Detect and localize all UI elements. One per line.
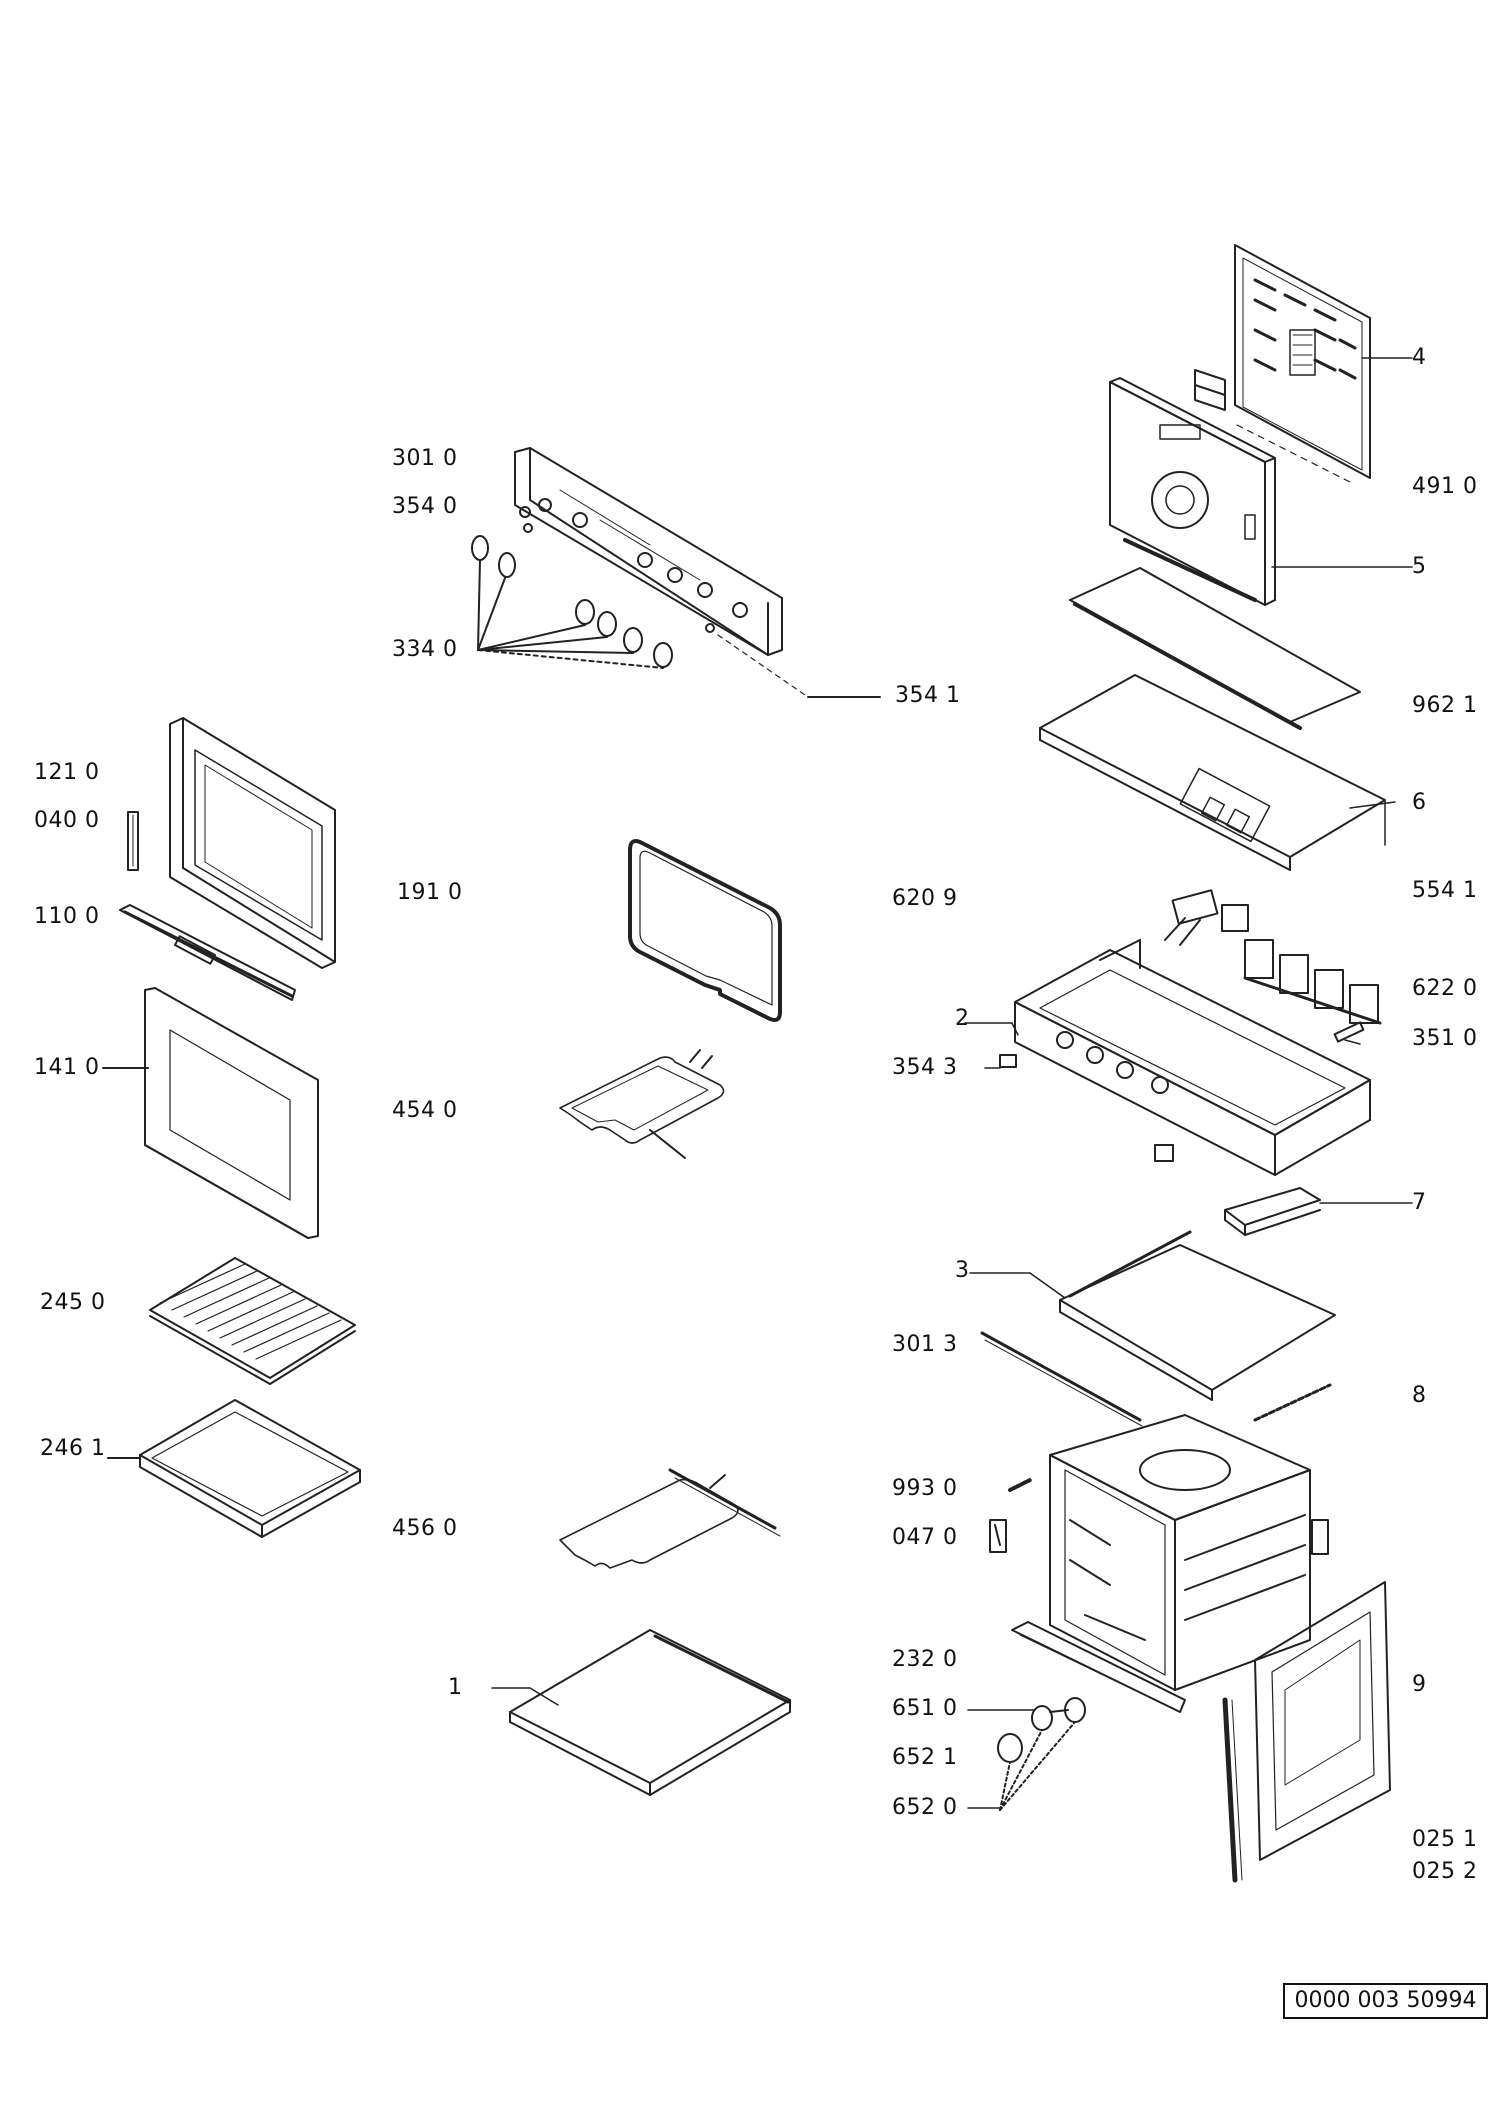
document-id-box: 0000 003 50994 <box>1283 1983 1488 2019</box>
part-label: 354 0 <box>392 494 458 519</box>
part-label: 2 <box>955 1006 970 1031</box>
part-label: 121 0 <box>34 760 100 785</box>
door-handle-part-110-0 <box>119 904 296 1001</box>
part-label: 301 3 <box>892 1332 958 1357</box>
part-label: 301 0 <box>392 446 458 471</box>
part-label: 354 1 <box>895 683 961 708</box>
part-label: 191 0 <box>397 880 463 905</box>
part-label: 245 0 <box>40 1290 106 1315</box>
part-label: 491 0 <box>1412 474 1478 499</box>
leader-lines <box>491 357 1413 1809</box>
strip-part-232-0 <box>1011 1621 1186 1713</box>
part-label: 652 0 <box>892 1795 958 1820</box>
top-plate-part-6 <box>1039 674 1386 871</box>
oven-cavity <box>1049 1414 1329 1691</box>
bottom-plate-part-1 <box>509 1629 791 1796</box>
part-label: 7 <box>1412 1190 1427 1215</box>
part-label: 4 <box>1412 345 1427 370</box>
inner-glass-part-141-0 <box>144 987 319 1239</box>
part-label: 246 1 <box>40 1436 106 1461</box>
side-door-part-9 <box>1222 1581 1391 1883</box>
lower-plate-part-3 <box>1059 1230 1336 1401</box>
part-label: 993 0 <box>892 1476 958 1501</box>
screw-part-993-0 <box>1008 1478 1032 1492</box>
shield-plate-part-962-1 <box>1069 567 1361 730</box>
rail-part-301-3 <box>980 1331 1142 1422</box>
part-label: 652 1 <box>892 1745 958 1770</box>
part-label: 1 <box>448 1675 463 1700</box>
part-label: 456 0 <box>392 1516 458 1541</box>
part-label: 554 1 <box>1412 878 1478 903</box>
part-label: 8 <box>1412 1383 1427 1408</box>
part-label: 040 0 <box>34 808 100 833</box>
part-label: 6 <box>1412 790 1427 815</box>
switches-part-554-1 <box>1164 889 1249 946</box>
rod-part-8 <box>1253 1383 1332 1422</box>
oven-door-part-121-0 <box>169 717 336 969</box>
part-label: 9 <box>1412 1672 1427 1697</box>
button-parts-334-0 <box>471 523 715 669</box>
part-label: 354 3 <box>892 1055 958 1080</box>
part-label: 047 0 <box>892 1525 958 1550</box>
knob-parts-651-652 <box>997 1697 1086 1811</box>
bracket-part-7 <box>1224 1187 1321 1236</box>
top-element-part-454-0 <box>559 1049 725 1159</box>
door-hinge-part-040-0 <box>127 811 139 871</box>
wire-rack-part-245-0 <box>149 1257 356 1385</box>
baking-tray-part-246-1 <box>139 1399 361 1538</box>
part-label: 351 0 <box>1412 1026 1478 1051</box>
part-label: 141 0 <box>34 1055 100 1080</box>
part-label: 334 0 <box>392 637 458 662</box>
rear-panel-part-4 <box>1194 244 1371 483</box>
door-gasket-part-191-0 <box>628 839 782 1022</box>
part-label: 454 0 <box>392 1098 458 1123</box>
control-panel-part-301-0 <box>514 447 783 656</box>
part-label: 025 1 <box>1412 1827 1478 1852</box>
part-label: 622 0 <box>1412 976 1478 1001</box>
part-label: 025 2 <box>1412 1859 1478 1884</box>
part-label: 5 <box>1412 554 1427 579</box>
control-module-part-5 <box>1109 377 1276 606</box>
part-label: 620 9 <box>892 886 958 911</box>
terminal-block-part-622-0 <box>1243 939 1382 1043</box>
part-label: 651 0 <box>892 1696 958 1721</box>
part-label: 110 0 <box>34 904 100 929</box>
part-label: 3 <box>955 1258 970 1283</box>
part-label: 232 0 <box>892 1647 958 1672</box>
bottom-element-part-456-0 <box>559 1468 781 1569</box>
hinge-part-047-0 <box>989 1519 1007 1553</box>
part-label: 962 1 <box>1412 693 1478 718</box>
